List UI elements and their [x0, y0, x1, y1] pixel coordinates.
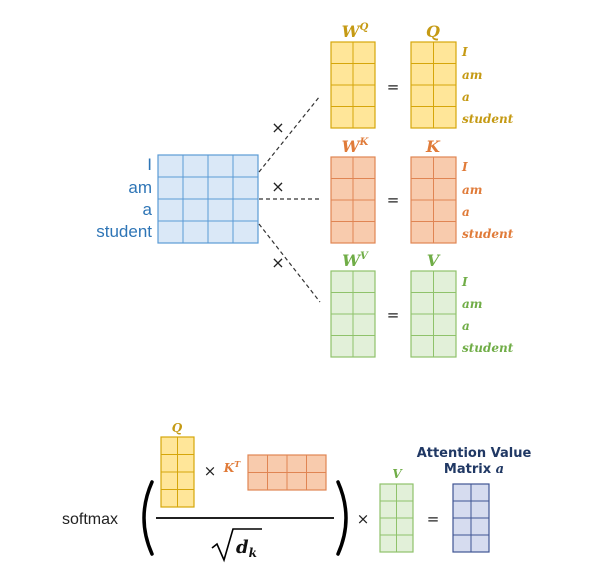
sqrt-sign	[211, 528, 262, 563]
weight-key-matrix	[330, 156, 376, 244]
times-query: ×	[271, 118, 284, 137]
output-value-matrix	[410, 270, 457, 358]
weight-key-label: WK	[342, 137, 370, 156]
formula-v-matrix	[379, 483, 414, 553]
input-word-am: am	[128, 178, 152, 197]
query-word-i: I	[461, 45, 468, 59]
query-word-student: student	[462, 112, 514, 126]
times-value: ×	[271, 253, 284, 272]
formula-kt-label: KT	[223, 459, 241, 475]
softmax-label: softmax	[62, 511, 118, 528]
output-key-label: K	[425, 137, 441, 156]
output-value-label: V	[427, 251, 441, 270]
weight-query-matrix	[330, 41, 376, 129]
key-word-a: a	[462, 205, 470, 219]
attention-title-line1: Attention Value	[417, 446, 532, 461]
output-query-matrix	[410, 41, 457, 129]
connector-value	[258, 223, 321, 303]
value-word-i: I	[461, 275, 468, 289]
value-word-am: am	[462, 297, 482, 311]
value-row: WV = V I am a student	[330, 251, 514, 358]
formula-times-qk: ×	[204, 462, 217, 480]
output-key-matrix	[410, 156, 457, 244]
attention-title-line2: Matrix a	[444, 462, 504, 477]
equals-query: =	[387, 78, 400, 96]
attention-formula: softmax Q × KT dk × V = Attention Value …	[62, 421, 532, 563]
right-parenthesis	[336, 480, 348, 556]
input-words: I am a student	[96, 155, 152, 241]
query-word-a: a	[462, 90, 470, 104]
attention-matrix	[452, 483, 490, 553]
output-query-label: Q	[426, 22, 440, 41]
weight-value-label: WV	[342, 251, 369, 270]
key-word-i: I	[461, 160, 468, 174]
times-key: ×	[271, 177, 284, 196]
key-word-am: am	[462, 183, 482, 197]
value-word-a: a	[462, 319, 470, 333]
connector-query	[258, 95, 321, 173]
input-word-student: student	[96, 222, 152, 241]
input-word-a: a	[143, 200, 153, 219]
equals-value: =	[387, 306, 400, 324]
query-word-am: am	[462, 68, 482, 82]
formula-v-label: V	[392, 467, 403, 481]
formula-kt-matrix	[247, 454, 327, 491]
formula-equals: =	[427, 510, 440, 528]
formula-times-v: ×	[357, 510, 370, 528]
input-matrix	[157, 154, 259, 244]
weight-value-matrix	[330, 270, 376, 358]
times-signs: × × ×	[271, 118, 284, 272]
weight-query-label: WQ	[342, 22, 369, 41]
value-word-student: student	[462, 341, 514, 355]
left-parenthesis	[142, 480, 154, 556]
formula-q-matrix	[160, 436, 195, 508]
equals-key: =	[387, 191, 400, 209]
sqrt-dk: dk	[236, 537, 257, 560]
key-row: WK = K I am a student	[330, 137, 514, 244]
connectors	[258, 95, 321, 303]
formula-q-label: Q	[172, 421, 183, 435]
key-word-student: student	[462, 227, 514, 241]
input-word-i: I	[147, 155, 152, 174]
query-row: WQ = Q I am a student	[330, 22, 514, 129]
